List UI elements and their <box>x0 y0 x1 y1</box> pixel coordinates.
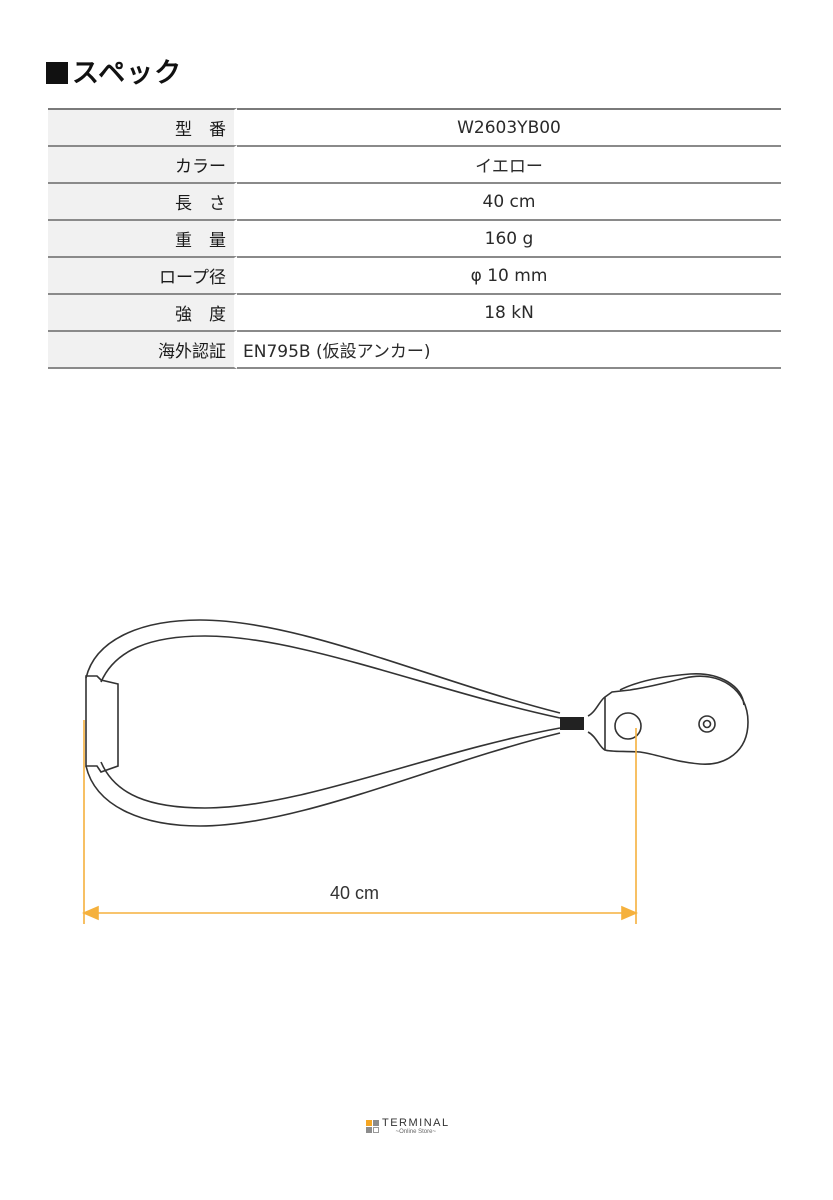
row-label: 型 番 <box>48 108 237 145</box>
row-value: イエロー <box>237 145 781 182</box>
anchor-plate-outline <box>604 673 749 765</box>
logo-grid-icon <box>366 1120 379 1133</box>
square-bullet-icon <box>46 62 68 84</box>
crimp-sleeve <box>560 717 584 730</box>
spec-table: 型 番 W2603YB00 カラー イエロー 長 さ 40 cm 重 量 160… <box>48 108 781 369</box>
rope-anchor-diagram <box>81 619 749 924</box>
footer-logo: TERMINAL ~Online Store~ <box>366 1118 450 1135</box>
title-text: スペック <box>72 58 183 89</box>
row-value: φ 10 mm <box>237 256 781 293</box>
row-label: ロープ径 <box>48 256 237 293</box>
table-row: ロープ径 φ 10 mm <box>48 256 781 293</box>
row-label: 重 量 <box>48 219 237 256</box>
table-row: 強 度 18 kN <box>48 293 781 330</box>
dimension-label: 40 cm <box>330 883 380 903</box>
page-title: スペック <box>46 56 182 92</box>
row-value: W2603YB00 <box>237 108 781 145</box>
table-row: 長 さ 40 cm <box>48 182 781 219</box>
brand-sub: ~Online Store~ <box>395 1129 436 1135</box>
rope-loop-outline <box>85 619 606 827</box>
row-value: 18 kN <box>237 293 781 330</box>
table-row: 海外認証 EN795B (仮設アンカー) <box>48 330 781 369</box>
row-label: 長 さ <box>48 182 237 219</box>
row-label: 強 度 <box>48 293 237 330</box>
row-value: 160 g <box>237 219 781 256</box>
row-label: カラー <box>48 145 237 182</box>
table-row: 重 量 160 g <box>48 219 781 256</box>
row-label: 海外認証 <box>48 330 237 369</box>
brand-name: TERMINAL <box>382 1117 450 1129</box>
table-row: カラー イエロー <box>48 145 781 182</box>
row-value: EN795B (仮設アンカー) <box>237 330 781 369</box>
table-row: 型 番 W2603YB00 <box>48 108 781 145</box>
row-value: 40 cm <box>237 182 781 219</box>
dimension-line <box>81 720 639 924</box>
